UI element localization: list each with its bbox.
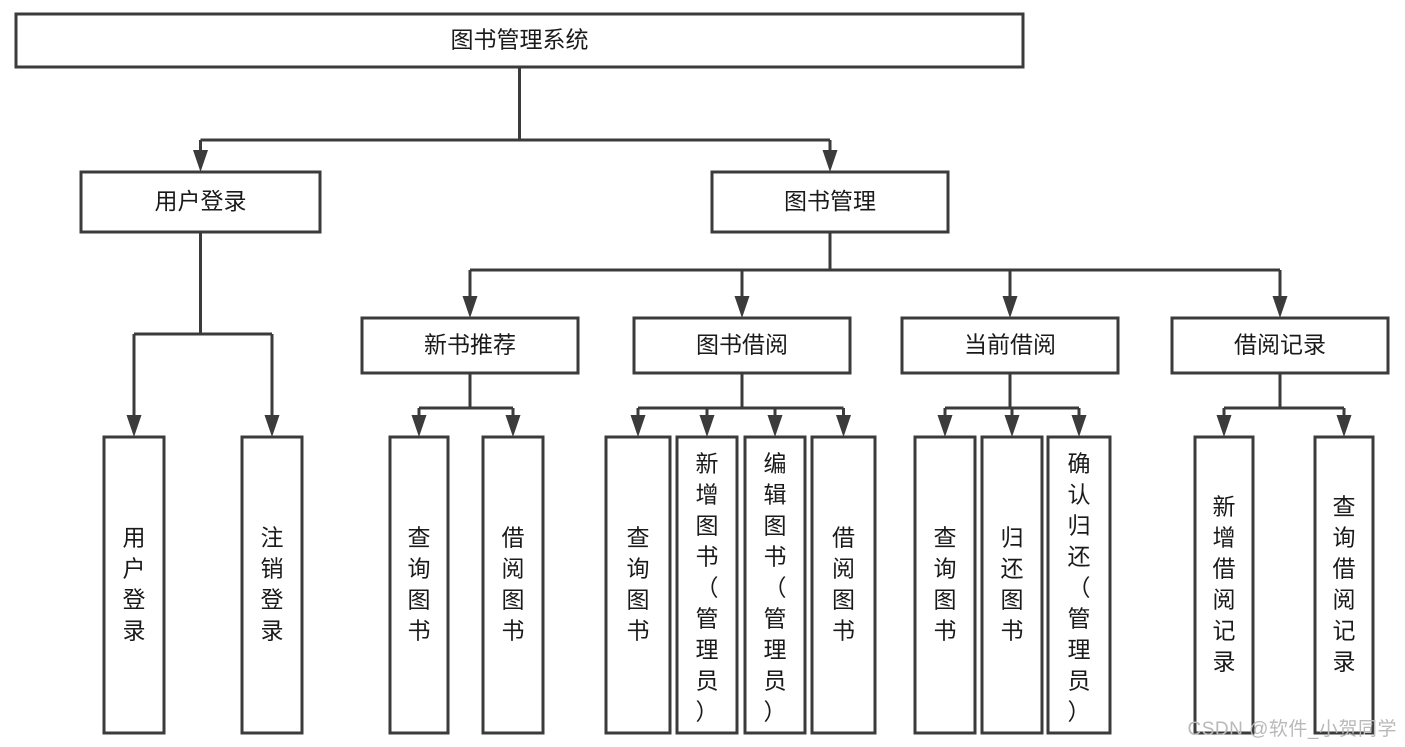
arrow-head-icon [193, 150, 208, 172]
arrow-head-icon [937, 415, 953, 437]
node-box [14, 12, 1025, 69]
edge-group-user-login [126, 232, 280, 437]
arrow-head-icon [822, 150, 838, 172]
node-box [1313, 435, 1375, 735]
arrow-head-icon [836, 415, 851, 437]
edge-group-current-borrow [937, 373, 1087, 437]
node-box [810, 435, 877, 735]
node-label: 当前借阅 [964, 332, 1056, 358]
edge-group-root [193, 67, 838, 172]
node-box [604, 435, 672, 735]
arrow-head-icon [1071, 415, 1087, 437]
edge-group-new-book-recommend [411, 373, 521, 437]
node-label: 图书借阅 [696, 332, 788, 358]
node-leaf-user-logout[interactable]: 注销登录 [240, 435, 304, 735]
arrow-head-icon [767, 415, 783, 437]
arrow-head-icon [1004, 415, 1020, 437]
node-leaf-borrow-book[interactable]: 借阅图书 [810, 435, 877, 735]
node-current-borrow[interactable]: 当前借阅 [900, 316, 1120, 375]
node-label: 用户登录 [123, 524, 146, 643]
node-new-book-recommend[interactable]: 新书推荐 [360, 316, 580, 375]
node-box [1170, 316, 1390, 375]
node-label: 新增借阅记录 [1213, 493, 1236, 674]
node-label: 借阅记录 [1234, 332, 1326, 358]
node-label: 借阅图书 [832, 524, 855, 643]
node-root[interactable]: 图书管理系统 [14, 12, 1025, 69]
arrow-head-icon [1216, 415, 1232, 437]
node-box [79, 170, 322, 234]
node-book-management[interactable]: 图书管理 [710, 170, 950, 234]
node-leaf-edit-book[interactable]: 编辑图书（管理员） [743, 435, 807, 735]
node-box [980, 435, 1044, 735]
arrow-head-icon [699, 415, 715, 437]
node-label: 查询图书 [408, 524, 431, 643]
arrow-head-icon [411, 415, 427, 437]
nodes-layer: 图书管理系统用户登录图书管理新书推荐图书借阅当前借阅借阅记录用户登录注销登录查询… [14, 12, 1390, 735]
arrow-head-icon [734, 296, 750, 318]
node-label: 注销登录 [261, 524, 284, 643]
arrow-head-icon [505, 415, 521, 437]
node-label: 确认归还（管理员） [1068, 450, 1091, 724]
arrow-head-icon [1002, 296, 1018, 318]
arrow-head-icon [264, 415, 280, 437]
node-book-borrow[interactable]: 图书借阅 [632, 316, 852, 375]
node-box [913, 435, 977, 735]
node-box [675, 435, 739, 735]
node-box [102, 435, 166, 735]
node-box [1193, 435, 1255, 735]
node-label: 图书管理系统 [451, 27, 589, 53]
node-label: 归还图书 [1001, 524, 1024, 643]
node-box [360, 316, 580, 375]
node-label: 查询借阅记录 [1333, 493, 1356, 674]
node-box [240, 435, 304, 735]
node-box [481, 435, 545, 735]
arrow-head-icon [126, 415, 142, 437]
node-box [743, 435, 807, 735]
node-box [1046, 435, 1112, 735]
node-label: 图书管理 [784, 188, 876, 214]
node-leaf-add-book[interactable]: 新增图书（管理员） [675, 435, 739, 735]
node-leaf-confirm-return[interactable]: 确认归还（管理员） [1046, 435, 1112, 735]
node-label: 编辑图书（管理员） [764, 450, 787, 724]
node-leaf-query-book-current[interactable]: 查询图书 [913, 435, 977, 735]
node-box [388, 435, 450, 735]
edges-layer [126, 67, 1352, 437]
node-box [710, 170, 950, 234]
node-box [632, 316, 852, 375]
node-label: 新增图书（管理员） [696, 450, 719, 724]
node-borrow-record[interactable]: 借阅记录 [1170, 316, 1390, 375]
node-leaf-borrow-book-rec[interactable]: 借阅图书 [481, 435, 545, 735]
node-label: 借阅图书 [502, 524, 525, 643]
node-label: 新书推荐 [424, 332, 516, 358]
node-label: 查询图书 [934, 524, 957, 643]
node-leaf-return-book[interactable]: 归还图书 [980, 435, 1044, 735]
node-box [900, 316, 1120, 375]
arrow-head-icon [630, 415, 646, 437]
node-leaf-query-book-borrow[interactable]: 查询图书 [604, 435, 672, 735]
node-leaf-query-record[interactable]: 查询借阅记录 [1313, 435, 1375, 735]
node-label: 查询图书 [627, 524, 650, 643]
node-label: 用户登录 [155, 188, 247, 214]
node-leaf-add-record[interactable]: 新增借阅记录 [1193, 435, 1255, 735]
arrow-head-icon [1336, 415, 1352, 437]
node-leaf-user-login[interactable]: 用户登录 [102, 435, 166, 735]
edge-group-borrow-record [1216, 373, 1352, 437]
arrow-head-icon [462, 296, 478, 318]
edge-group-book-borrow [630, 373, 851, 437]
node-user-login[interactable]: 用户登录 [79, 170, 322, 234]
arrow-head-icon [1272, 296, 1288, 318]
node-leaf-query-book-rec[interactable]: 查询图书 [388, 435, 450, 735]
edge-group-book-management [462, 232, 1288, 318]
